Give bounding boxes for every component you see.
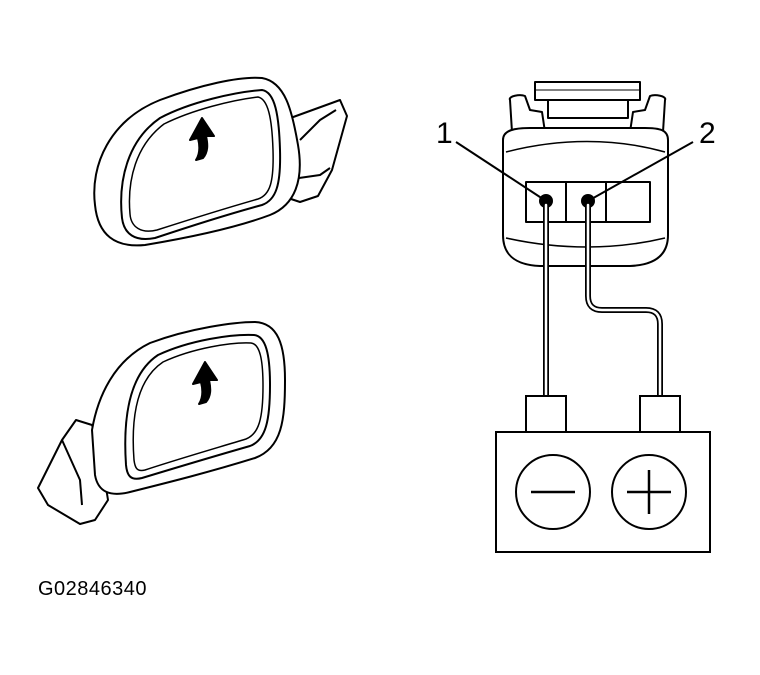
upper-mirror-icon xyxy=(93,76,348,247)
battery-positive-symbol xyxy=(627,470,671,514)
up-arrow-icon xyxy=(192,361,218,405)
pin-1-label: 1 xyxy=(436,117,453,150)
lower-mirror-icon xyxy=(37,321,286,525)
pin-2-label: 2 xyxy=(699,117,716,150)
figure-code: G02846340 xyxy=(38,578,148,600)
pin-2-leader xyxy=(587,141,694,202)
pin-1-leader xyxy=(455,141,547,202)
battery-icon xyxy=(495,395,711,553)
up-arrow-icon xyxy=(189,117,215,161)
